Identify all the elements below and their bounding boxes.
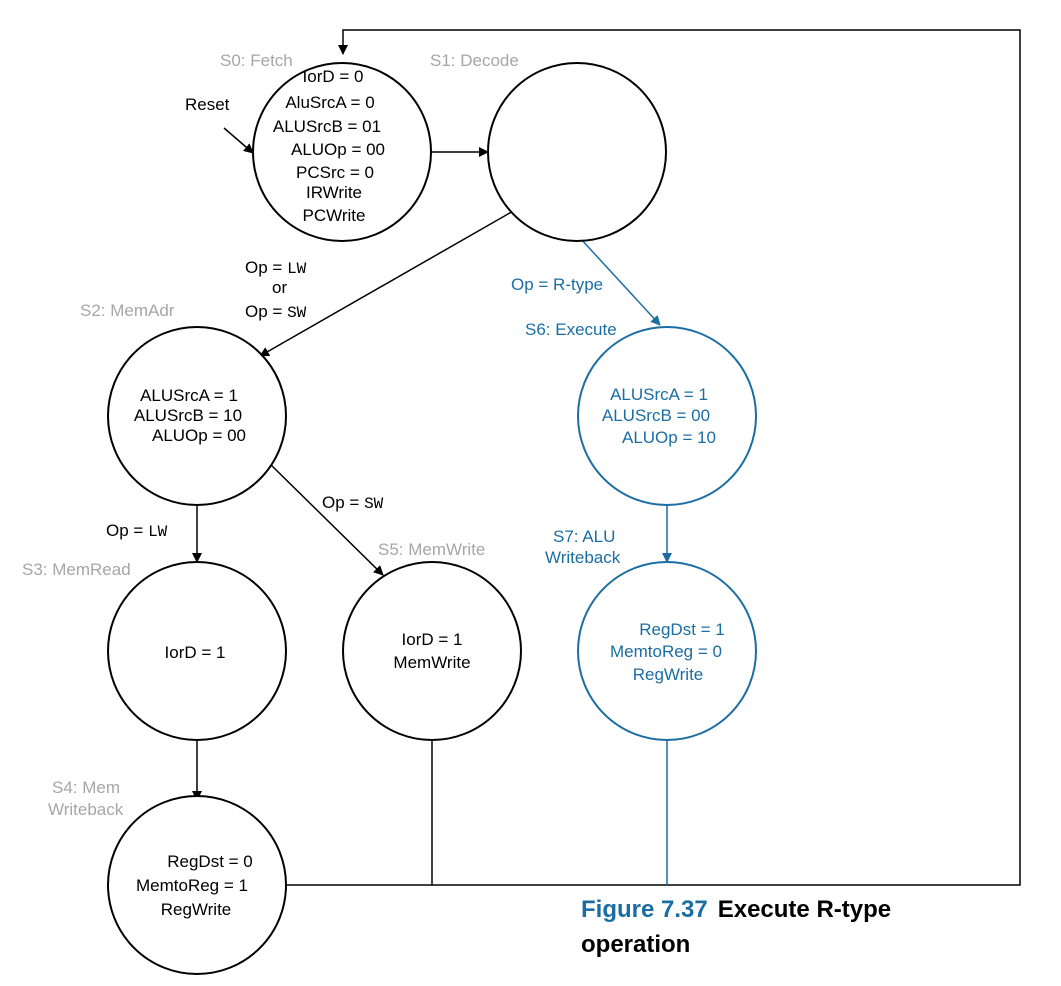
s0-line: PCSrc = 0 xyxy=(296,163,374,182)
figure-caption-line1: Figure 7.37 Execute R-type xyxy=(581,896,891,923)
transition-label-s2-lw: Op = LW xyxy=(106,521,168,541)
figure-title: Execute R-type xyxy=(718,896,891,923)
s6-line: ALUOp = 10 xyxy=(622,428,716,447)
s4-line: RegWrite xyxy=(161,900,232,919)
state-s3-label: S3: MemRead xyxy=(22,560,131,579)
s2-line: ALUSrcA = 1 xyxy=(140,386,238,405)
s6-line: ALUSrcA = 1 xyxy=(610,385,708,404)
state-s5-label: S5: MemWrite xyxy=(378,540,485,559)
state-s2-circle xyxy=(107,326,287,506)
transition-label-lw: Op = LW xyxy=(245,258,307,278)
op-prefix: Op = xyxy=(106,521,148,540)
s6-line: ALUSrcB = 00 xyxy=(602,406,710,425)
figure-caption-line2: operation xyxy=(581,931,690,958)
s0-line: PCWrite xyxy=(303,206,366,225)
state-s7-circle xyxy=(577,561,757,741)
s3-line: IorD = 1 xyxy=(165,643,226,662)
s0-line: AluSrcA = 0 xyxy=(285,93,374,112)
s4-line: RegDst = 0 xyxy=(167,852,253,871)
lw-opcode: LW xyxy=(148,523,168,541)
sw-opcode: SW xyxy=(364,495,384,513)
s0-line: ALUOp = 00 xyxy=(291,140,385,159)
state-s1-label: S1: Decode xyxy=(430,51,519,70)
state-s7-label-line1: S7: ALU xyxy=(553,527,615,546)
s7-line: RegDst = 1 xyxy=(639,620,725,639)
figure-number: Figure 7.37 xyxy=(581,896,708,923)
op-prefix: Op = xyxy=(245,258,287,277)
state-s4-label-line1: S4: Mem xyxy=(52,778,120,797)
s1-to-s6-arrow xyxy=(579,237,661,326)
s1-to-s2-arrow xyxy=(259,209,516,357)
s5-line: IorD = 1 xyxy=(402,630,463,649)
return-path-line xyxy=(285,29,1021,886)
s5-line: MemWrite xyxy=(393,653,470,672)
op-prefix: Op = xyxy=(322,493,364,512)
s4-line: MemtoReg = 1 xyxy=(136,876,248,895)
lw-opcode: LW xyxy=(287,260,307,278)
s7-line: RegWrite xyxy=(633,665,704,684)
state-s1-circle xyxy=(487,62,667,242)
s0-line: IorD = 0 xyxy=(303,67,364,86)
state-s2-label: S2: MemAdr xyxy=(80,301,175,320)
reset-arrow xyxy=(223,127,254,154)
state-s4-label-line2: Writeback xyxy=(48,800,124,819)
transition-label-sw: Op = SW xyxy=(245,302,307,322)
state-s4-circle xyxy=(107,795,287,975)
s2-line: ALUSrcB = 10 xyxy=(134,406,242,425)
sw-opcode: SW xyxy=(287,304,307,322)
state-s3-circle xyxy=(107,561,287,741)
s0-line: ALUSrcB = 01 xyxy=(273,117,381,136)
reset-label: Reset xyxy=(185,95,230,114)
transition-label-rtype: Op = R-type xyxy=(511,275,603,294)
transition-label-or: or xyxy=(272,278,287,297)
s0-line: IRWrite xyxy=(306,183,362,202)
op-prefix: Op = xyxy=(245,302,287,321)
state-s0-circle xyxy=(252,62,432,242)
transition-label-s2-sw: Op = SW xyxy=(322,493,384,513)
state-s7-label-line2: Writeback xyxy=(545,548,621,567)
state-s0-label: S0: Fetch xyxy=(220,51,293,70)
state-s6-label: S6: Execute xyxy=(525,320,617,339)
state-s6-circle xyxy=(577,326,757,506)
s2-to-s5-arrow xyxy=(267,461,384,576)
s2-line: ALUOp = 00 xyxy=(152,426,246,445)
s7-line: MemtoReg = 0 xyxy=(610,642,722,661)
state-s5-circle xyxy=(342,561,522,741)
